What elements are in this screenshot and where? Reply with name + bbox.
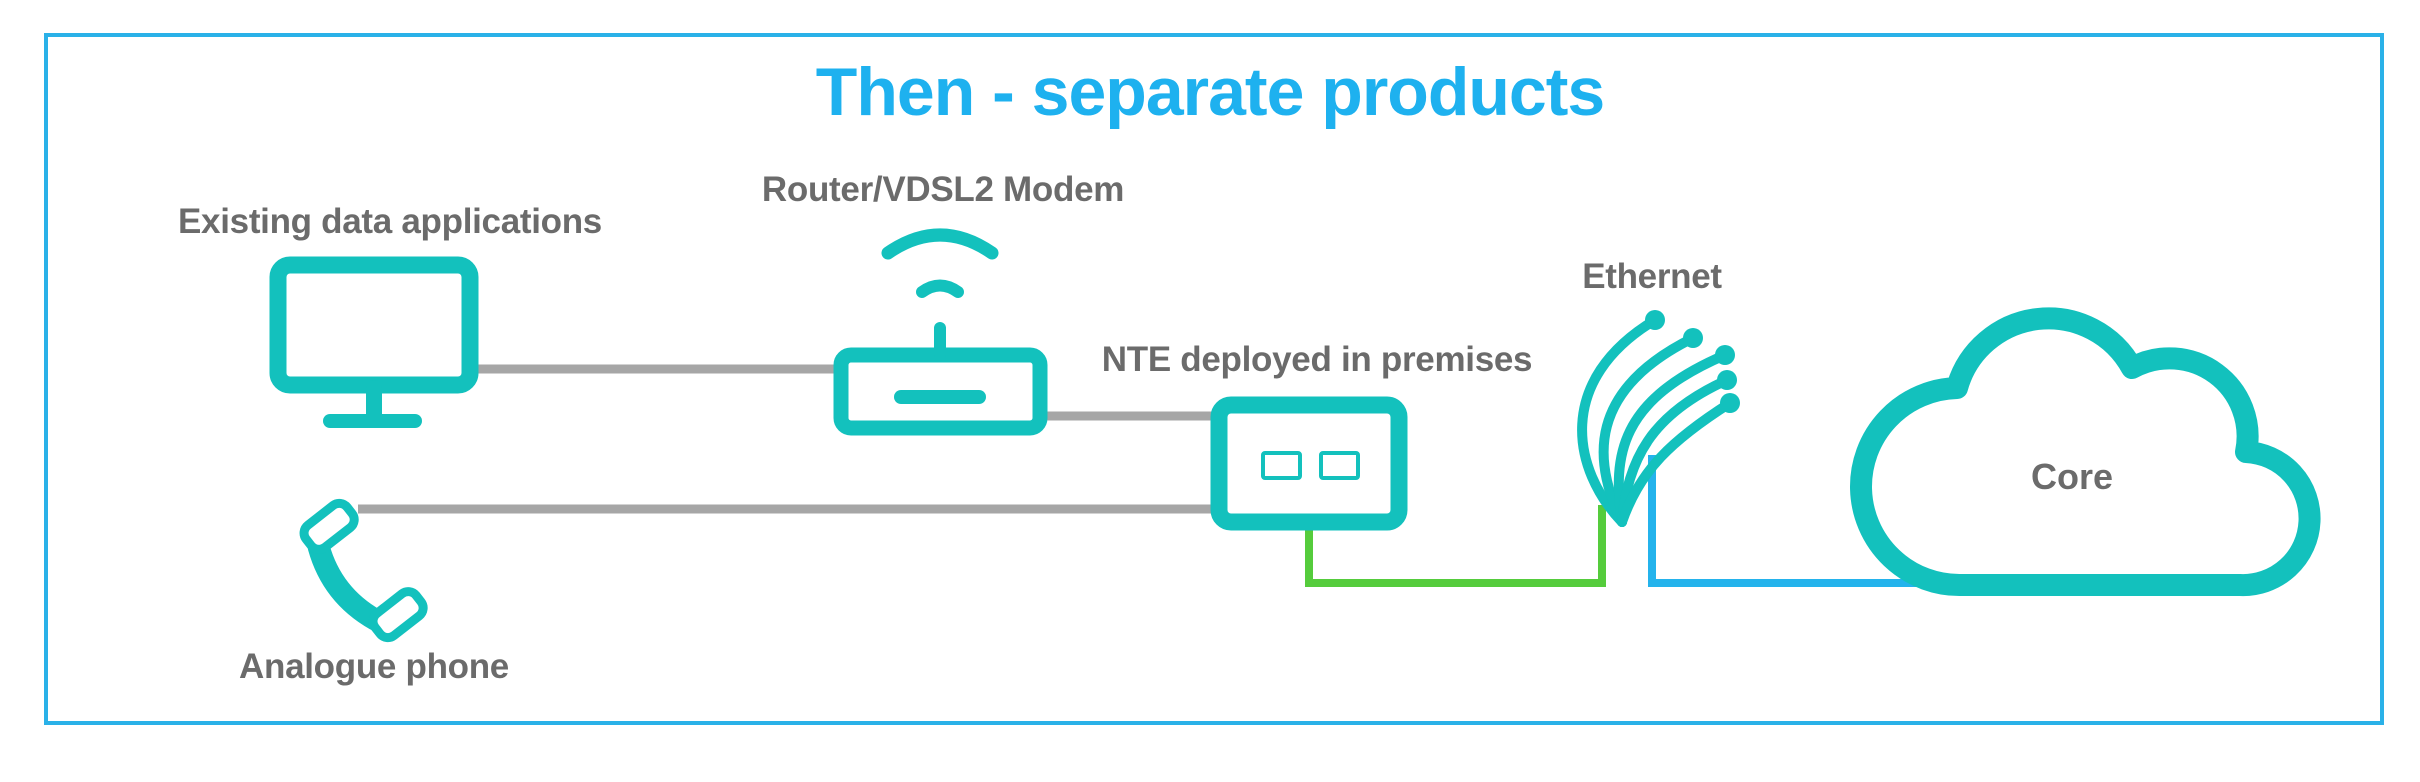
- nte-box-icon: [1210, 396, 1408, 531]
- nte-ethernet-line: [1305, 505, 1606, 587]
- router-wifi-icon: [833, 228, 1048, 436]
- label-existing-data-applications: Existing data applications: [178, 202, 602, 241]
- cloud-icon: [1850, 307, 2321, 597]
- monitor-icon: [269, 256, 479, 428]
- label-ethernet: Ethernet: [1582, 257, 1722, 296]
- label-core: Core: [2031, 456, 2113, 497]
- label-nte-premises: NTE deployed in premises: [1102, 340, 1532, 379]
- diagram-frame: [44, 33, 2384, 725]
- diagram-title: Then - separate products: [816, 54, 1604, 130]
- telephone-handset-icon: [299, 498, 428, 643]
- label-analogue-phone: Analogue phone: [239, 647, 509, 686]
- label-router-modem: Router/VDSL2 Modem: [762, 170, 1124, 209]
- ethernet-core-line: [1648, 455, 1960, 587]
- fibre-bundle-icon: [1577, 310, 1740, 527]
